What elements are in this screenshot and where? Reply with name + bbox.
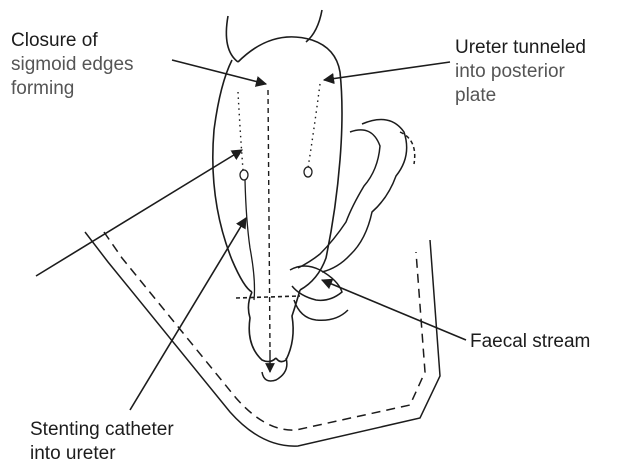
stent-arrow <box>130 218 246 410</box>
closure-label: Closure of sigmoid edges forming <box>11 29 134 101</box>
ureter-orifices <box>240 167 312 180</box>
faecal-stream-label-line1: Faecal stream <box>470 330 590 354</box>
ureter-label: Ureter tunneled into posterior plate <box>455 36 586 108</box>
leader-arrows <box>36 60 466 410</box>
closure-arrow <box>172 60 266 84</box>
ureter-orifice-arrow <box>36 150 242 276</box>
suture-line <box>268 90 270 372</box>
sigmoid-pouch <box>213 10 342 362</box>
closure-label-line3: forming <box>11 77 134 101</box>
stenting-catheter-label-line2: into ureter <box>30 442 174 466</box>
ureter-label-line1: Ureter tunneled <box>455 36 586 60</box>
ureter-arrow <box>324 62 450 80</box>
ureter-label-line3: plate <box>455 84 586 108</box>
ureter-tunnels <box>238 84 320 170</box>
faecal-stream-label: Faecal stream <box>470 330 590 354</box>
colon-loops <box>262 120 415 382</box>
ureter-label-line2: into posterior <box>455 60 586 84</box>
closure-label-line1: Closure of <box>11 29 134 53</box>
stenting-catheter-label: Stenting catheter into ureter <box>30 418 174 466</box>
stenting-catheter-label-line1: Stenting catheter <box>30 418 174 442</box>
faecal-arrow <box>322 280 466 340</box>
closure-label-line2: sigmoid edges <box>11 53 134 77</box>
pelvic-outline <box>85 232 440 446</box>
stenting-catheter <box>245 180 255 300</box>
